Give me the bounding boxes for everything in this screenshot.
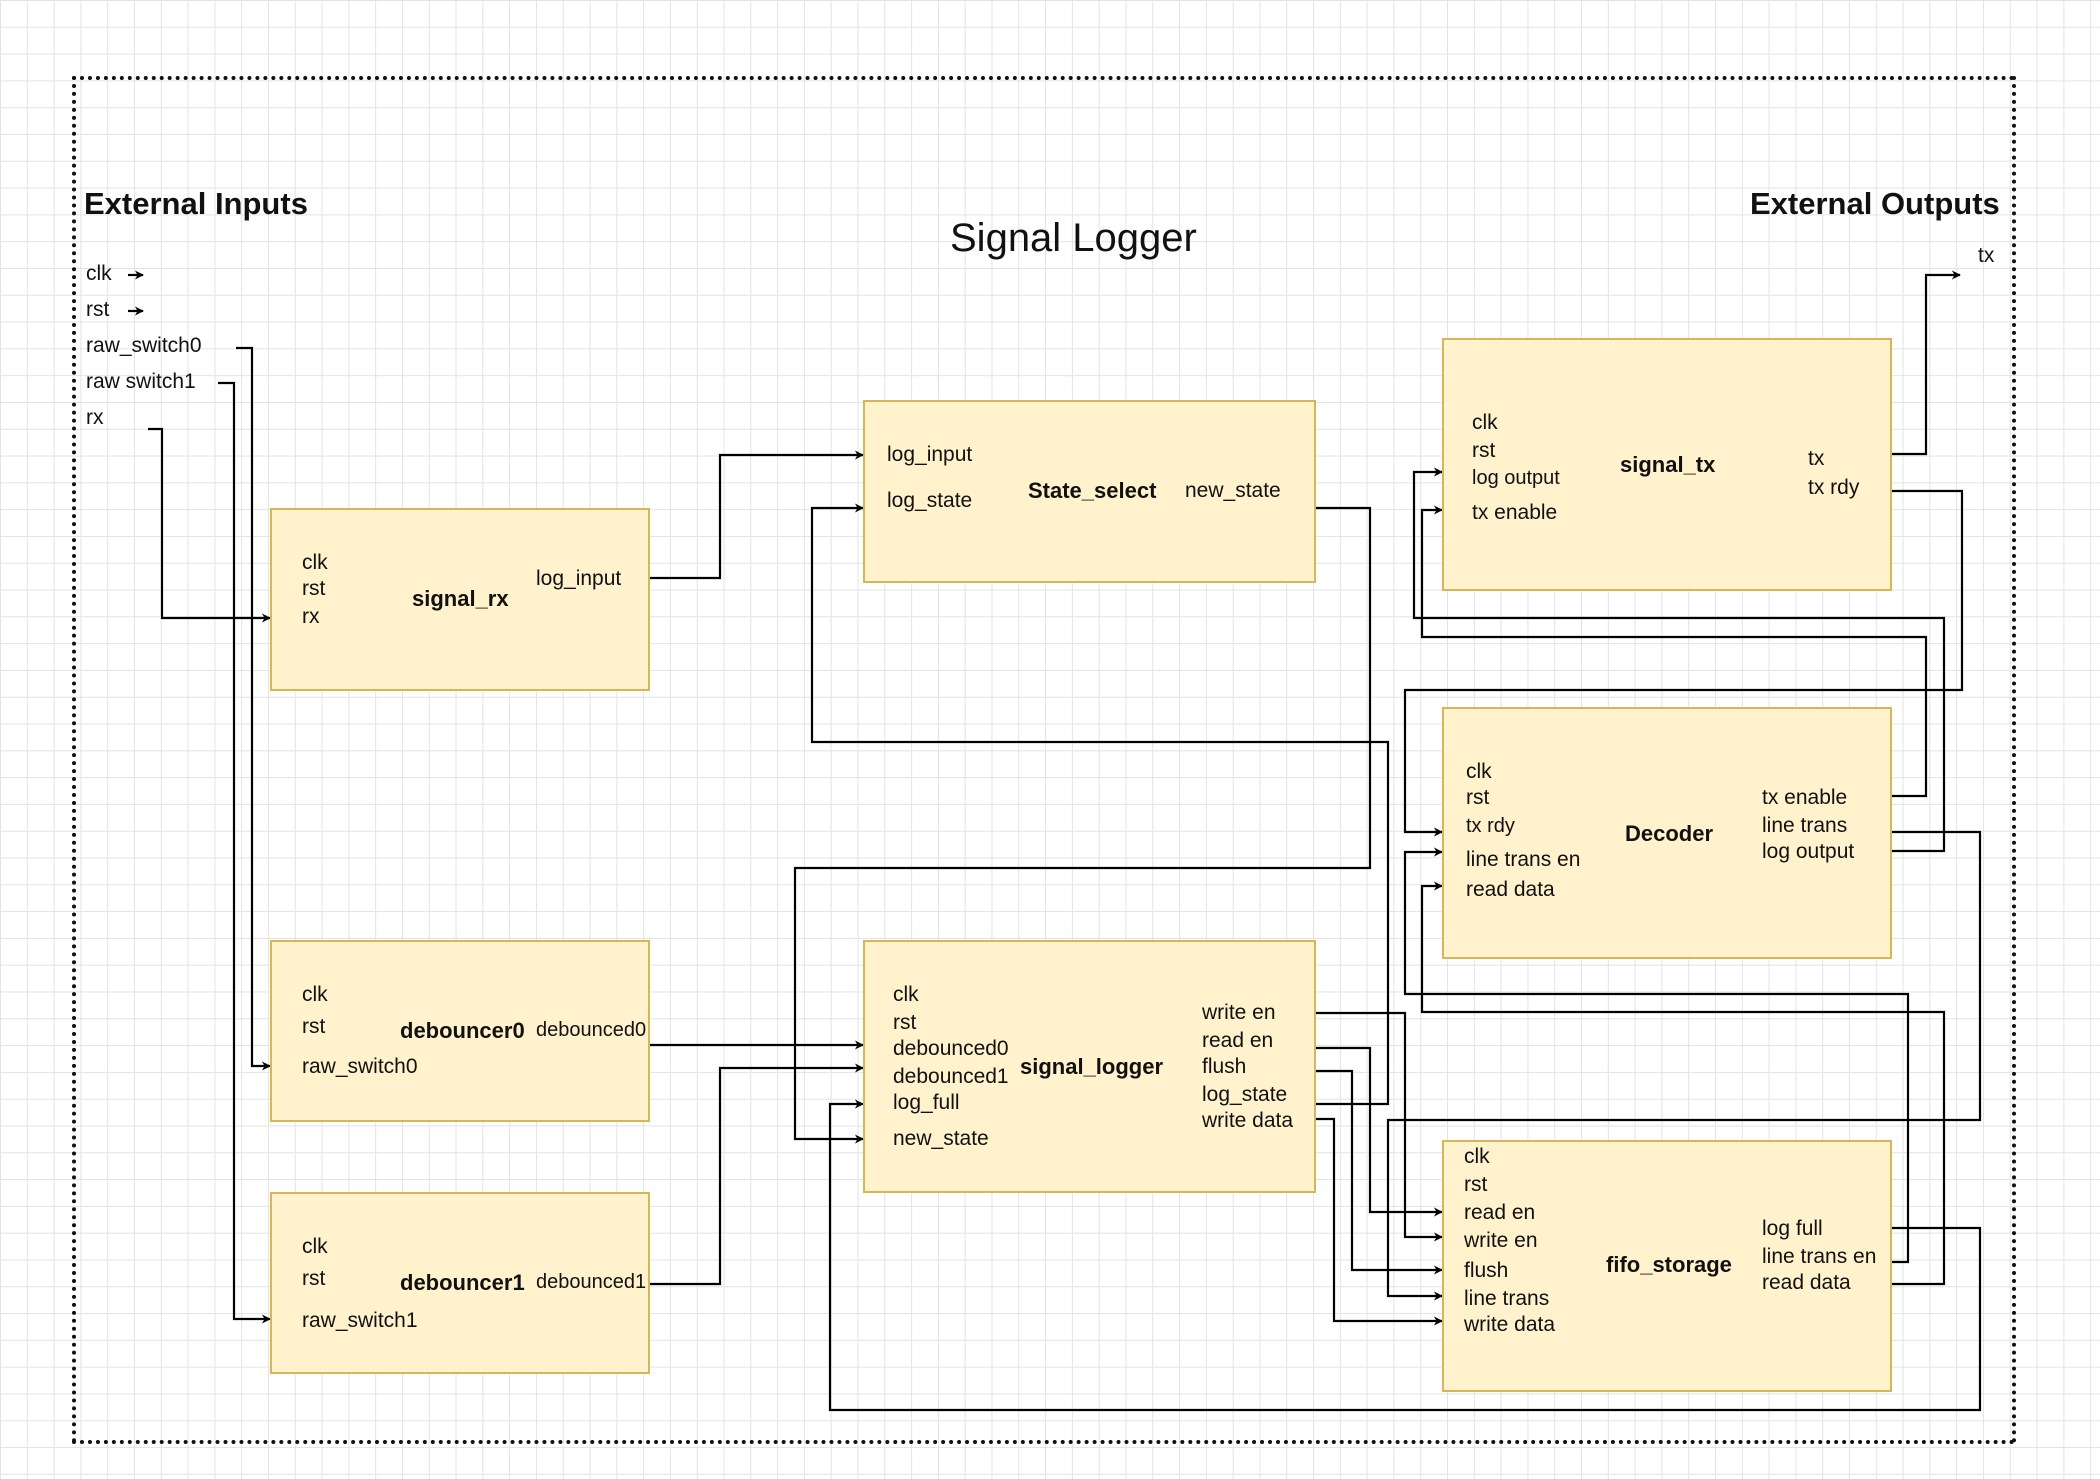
port-tx: tx [1808, 447, 1825, 470]
outputs-heading: External Outputs [1750, 186, 2000, 221]
port-flush: flush [1464, 1259, 1509, 1282]
port-line-trans: line trans [1762, 814, 1848, 837]
port-flush: flush [1202, 1055, 1247, 1078]
port-log-state: log_state [887, 489, 973, 512]
block-signal-logger[interactable]: clk rst debounced0 debounced1 log_full n… [863, 940, 1316, 1193]
port-log-output: log output [1472, 467, 1560, 489]
port-write-en: write en [1202, 1001, 1276, 1024]
block-fifo-storage[interactable]: clk rst read en write en flush line tran… [1442, 1140, 1892, 1392]
port-read-en: read en [1202, 1029, 1274, 1052]
port-log-output: log output [1762, 840, 1855, 863]
wire-raw-switch1 [218, 381, 271, 1324]
port-write-data: write data [1464, 1313, 1556, 1336]
wire-log-output [1412, 467, 1946, 853]
port-clk: clk [1464, 1145, 1490, 1168]
block-decoder[interactable]: clk rst tx rdy line trans en read data D… [1442, 707, 1892, 959]
port-rst: rst [302, 1015, 326, 1038]
ext-input-rst: rst [86, 298, 110, 321]
port-line-trans: line trans [1464, 1287, 1550, 1310]
block-name: debouncer0 [400, 1018, 525, 1043]
port-line-trans-en: line trans en [1762, 1245, 1877, 1268]
port-clk: clk [893, 983, 919, 1006]
wire-tx-rdy [1403, 489, 1964, 837]
block-state-select[interactable]: log_input log_state State_select new_sta… [863, 400, 1316, 583]
wire-log-input [650, 450, 864, 580]
wire-log-full [828, 1099, 1982, 1412]
port-rst: rst [1464, 1173, 1488, 1196]
wire-new-state [793, 506, 1372, 1144]
port-debounced1: debounced1 [893, 1065, 1009, 1088]
port-log-full: log full [1762, 1217, 1823, 1240]
block-name: signal_rx [412, 586, 509, 611]
block-debouncer0[interactable]: clk rst raw_switch0 debouncer0 debounced… [270, 940, 650, 1122]
port-debounced0: debounced0 [893, 1037, 1009, 1060]
ext-input-clk: clk [86, 262, 112, 285]
port-tx-enable: tx enable [1762, 786, 1848, 809]
port-clk: clk [302, 1235, 328, 1258]
port-rst: rst [302, 577, 326, 600]
inputs-heading: External Inputs [84, 186, 308, 221]
system-boundary [72, 76, 2016, 1444]
port-tx-rdy: tx rdy [1808, 476, 1860, 499]
wire-write-data [1316, 1117, 1443, 1326]
port-log-input: log_input [536, 567, 622, 590]
port-log-full: log_full [893, 1091, 960, 1114]
block-signal-rx[interactable]: clk rst rx signal_rx log_input [270, 508, 650, 691]
wire-raw-switch0 [236, 346, 271, 1071]
wire-line-trans [1386, 830, 1982, 1301]
port-read-data: read data [1762, 1271, 1851, 1294]
wire-log-state [810, 503, 1390, 1106]
port-rst: rst [1466, 786, 1490, 809]
port-log-state: log_state [1202, 1083, 1288, 1106]
port-rst: rst [302, 1267, 326, 1290]
port-rst: rst [1472, 439, 1496, 462]
port-raw-switch0: raw_switch0 [302, 1055, 418, 1078]
block-name: debouncer1 [400, 1270, 525, 1295]
port-rx: rx [302, 605, 320, 628]
block-name: signal_tx [1620, 452, 1716, 477]
port-clk: clk [1466, 760, 1492, 783]
port-debounced1: debounced1 [536, 1271, 647, 1293]
port-clk: clk [302, 551, 328, 574]
port-clk: clk [302, 983, 328, 1006]
wire-tx-out [1892, 270, 1961, 456]
port-read-data: read data [1466, 878, 1555, 901]
block-signal-tx[interactable]: clk rst log output tx enable signal_tx t… [1442, 338, 1892, 591]
port-debounced0: debounced0 [536, 1019, 647, 1041]
port-raw-switch1: raw_switch1 [302, 1309, 418, 1332]
block-name: signal_logger [1020, 1054, 1164, 1079]
port-tx-rdy: tx rdy [1466, 815, 1515, 837]
wire-tx-enable [1420, 505, 1928, 798]
wire-read-data [1420, 881, 1946, 1286]
port-write-en: write en [1464, 1229, 1538, 1252]
port-new-state: new_state [1185, 479, 1281, 502]
port-tx-enable: tx enable [1472, 501, 1558, 524]
port-rst: rst [893, 1011, 917, 1034]
ext-input-raw-switch1: raw switch1 [86, 370, 196, 393]
port-log-input: log_input [887, 443, 973, 466]
wire-rx [148, 427, 271, 623]
port-read-en: read en [1464, 1201, 1536, 1224]
wire-line-trans-en [1403, 847, 1910, 1264]
block-name: Decoder [1625, 821, 1714, 846]
wire-flush [1316, 1069, 1443, 1275]
diagram-title: Signal Logger [950, 216, 1197, 260]
ext-output-tx: tx [1978, 244, 1995, 267]
ext-input-raw-switch0: raw_switch0 [86, 334, 202, 357]
port-clk: clk [1472, 411, 1498, 434]
wire-read-en [1316, 1046, 1443, 1217]
ext-input-rx: rx [86, 406, 104, 429]
port-write-data: write data [1202, 1109, 1294, 1132]
block-name: fifo_storage [1606, 1252, 1732, 1277]
block-name: State_select [1028, 478, 1157, 503]
port-line-trans-en: line trans en [1466, 848, 1581, 871]
wire-write-en [1316, 1011, 1443, 1242]
wire-debounced1 [650, 1063, 864, 1286]
block-debouncer1[interactable]: clk rst raw_switch1 debouncer1 debounced… [270, 1192, 650, 1374]
port-new-state: new_state [893, 1127, 989, 1150]
